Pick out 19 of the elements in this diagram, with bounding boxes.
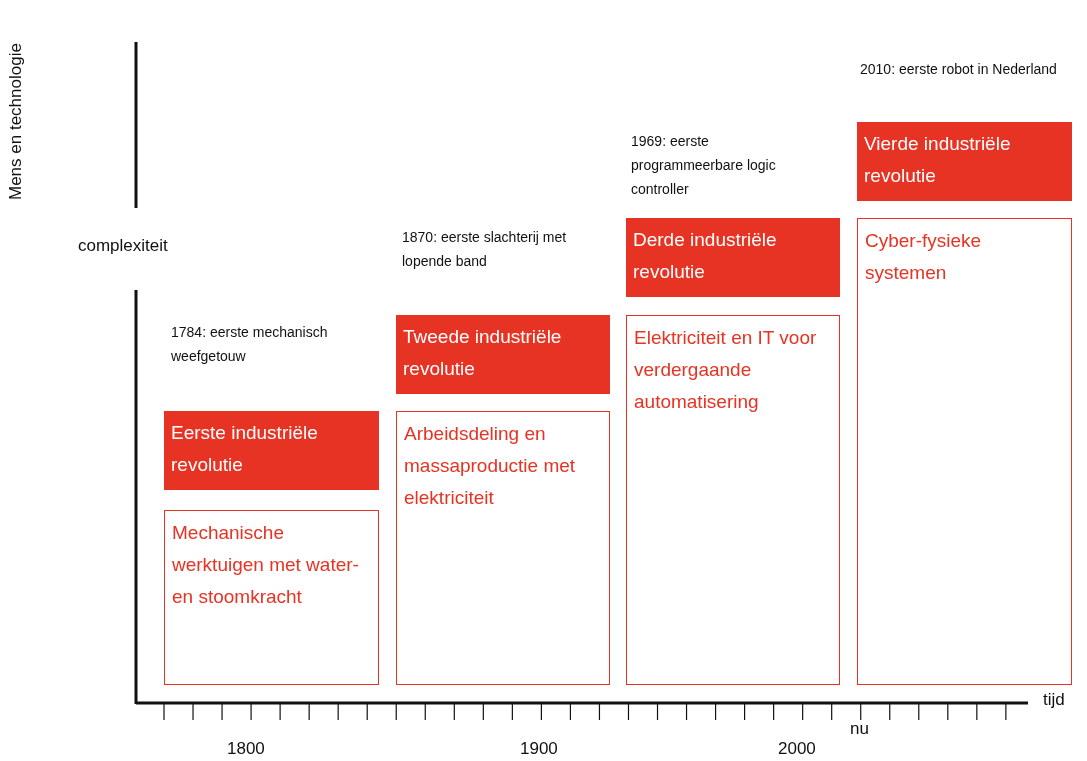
tick-label: nu bbox=[850, 719, 869, 739]
tick-label: 2000 bbox=[778, 739, 816, 759]
tick-label: 1800 bbox=[227, 739, 265, 759]
revolution-header-box: Derde industriële revolutie bbox=[626, 218, 840, 297]
axis-label: tijd bbox=[1043, 690, 1065, 710]
tick-label: 1900 bbox=[520, 739, 558, 759]
description-box: Cyber-fysieke systemen bbox=[857, 218, 1072, 685]
milestone-note: 2010: eerste robot in Nederland bbox=[860, 60, 1058, 79]
description-box: Mechanische werktuigen met water- en stoomkracht bbox=[164, 510, 379, 685]
revolution-header-box: Vierde industriële revolutie bbox=[857, 122, 1072, 201]
milestone-note: 1870: eerste slachterij met lopende band bbox=[402, 228, 568, 271]
axis-title: Mens en technologie bbox=[6, 43, 26, 200]
milestone-note: 1784: eerste mechanisch weefgetouw bbox=[171, 323, 329, 366]
revolution-header-box: Eerste industriële revolutie bbox=[164, 411, 379, 490]
description-box: Arbeidsdeling en massaproductie met elektriciteit bbox=[396, 411, 610, 685]
revolution-header-box: Tweede industriële revolutie bbox=[396, 315, 610, 394]
axis-label: complexiteit bbox=[78, 236, 168, 256]
milestone-note: 1969: eerste programmeerbare logic controller bbox=[631, 132, 777, 199]
description-box: Elektriciteit en IT voor verdergaande automatisering bbox=[626, 315, 840, 685]
